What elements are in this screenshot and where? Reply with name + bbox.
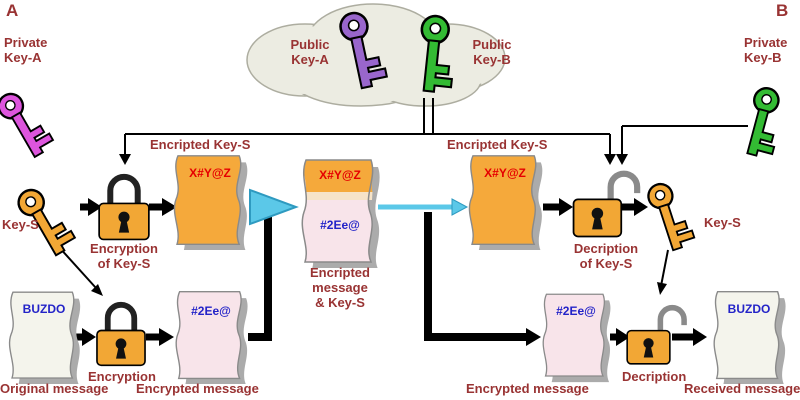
encrypted-key-s-left-label: Encripted Key-S [150,137,251,152]
combined-message-label: Encripted message & Key-S [310,265,370,310]
cyan-arrow-icon [249,188,299,226]
cipher-msg-text-2: #2Ee@ [556,304,596,318]
encryption-of-key-s-lock-icon [94,166,154,246]
cipher-msg-text-1: #2Ee@ [191,304,231,318]
cipher-key-text-1: X#Y@Z [189,166,231,180]
encryption-lock-icon [92,294,150,372]
encryption-label: Encryption [88,369,156,384]
encrypted-message-document-left [175,291,248,384]
decryption-lock-icon [624,294,692,372]
original-message-label: Original message [0,381,109,396]
decryption-label: Decription [622,369,687,384]
plain-received-text: BUZDO [727,302,771,316]
private-key-b-label: Private Key-B [744,35,788,65]
encryption-of-key-s-label: Encryption of Key-S [90,241,158,271]
private-key-a-label: Private Key-A [4,35,48,65]
encrypted-message-left-label: Encrypted message [136,381,259,396]
encrypted-message-right-label: Encrypted message [466,381,589,396]
key-s-right-label: Key-S [704,215,741,230]
public-key-b-label: Public Key-B [472,37,512,67]
party-a-label: A [6,1,19,20]
cipher-key-text-2: X#Y@Z [484,166,526,180]
cipher-key-text-combined: X#Y@Z [319,168,361,182]
plain-original-text: BUZDO [22,302,66,316]
cipher-msg-text-combined: #2Ee@ [320,218,360,232]
combined-message-document [301,159,380,268]
encrypted-message-document-right [542,293,611,383]
party-b-label: B [776,1,789,20]
encrypted-key-s-right-label: Encripted Key-S [447,137,548,152]
received-message-label: Received message [684,381,800,396]
decryption-of-key-s-label: Decription of Key-S [573,241,639,271]
public-key-a-label: Public Key-A [290,37,330,67]
key-s-left-label: Key-S [2,217,39,232]
decryption-of-key-s-lock-icon [570,160,646,244]
